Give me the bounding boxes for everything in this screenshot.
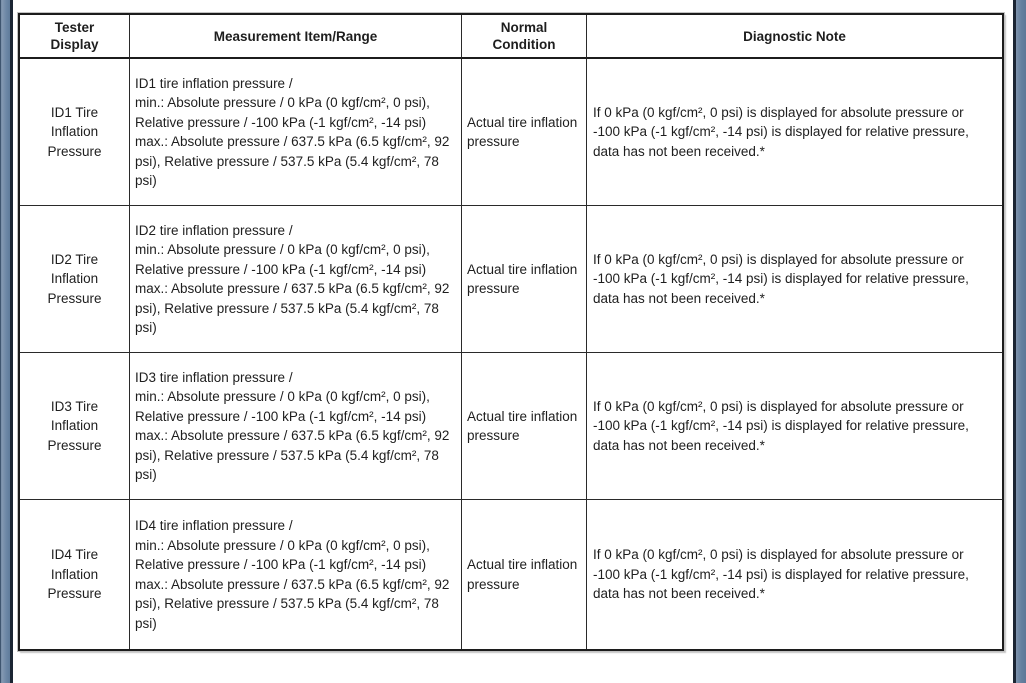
- measurement-line: min.: Absolute pressure / 0 kPa (0 kgf/c…: [135, 389, 430, 424]
- diagnostic-note-text: If 0 kPa (0 kgf/cm², 0 psi) is displayed…: [593, 547, 969, 602]
- header-line: Normal: [500, 20, 548, 35]
- normal-condition-text: Actual tire inflation pressure: [467, 261, 578, 297]
- header-measurement-item-range: Measurement Item/Range: [130, 15, 462, 59]
- measurement-line: min.: Absolute pressure / 0 kPa (0 kgf/c…: [135, 95, 430, 130]
- normal-condition-text: Actual tire inflation pressure: [467, 114, 578, 150]
- header-diagnostic-note: Diagnostic Note: [587, 15, 1002, 59]
- measurement-line: ID3 tire inflation pressure /: [135, 369, 293, 385]
- measurement-line: min.: Absolute pressure / 0 kPa (0 kgf/c…: [135, 242, 430, 277]
- normal-condition-text: Actual tire inflation pressure: [467, 557, 578, 592]
- diagnostic-note-cell: If 0 kPa (0 kgf/cm², 0 psi) is displayed…: [587, 353, 1002, 500]
- header-tester-display: Tester Display: [20, 15, 130, 59]
- normal-condition-cell: Actual tire inflation pressure: [462, 59, 587, 206]
- diagnostic-note-cell: If 0 kPa (0 kgf/cm², 0 psi) is displayed…: [587, 500, 1002, 649]
- header-line: Condition: [492, 37, 556, 52]
- tester-display-cell: ID1 Tire Inflation Pressure: [20, 59, 130, 206]
- header-line: Diagnostic Note: [743, 28, 846, 44]
- right-edge-strip: [1013, 0, 1026, 683]
- header-line: Tester: [54, 20, 95, 35]
- tester-display-label: ID4 Tire Inflation Pressure: [47, 547, 102, 602]
- measurement-line: max.: Absolute pressure / 637.5 kPa (6.5…: [135, 576, 450, 631]
- measurement-line: ID4 tire inflation pressure /: [135, 518, 293, 533]
- measurement-line: max.: Absolute pressure / 637.5 kPa (6.5…: [135, 281, 450, 335]
- diagnostic-note-text: If 0 kPa (0 kgf/cm², 0 psi) is displayed…: [593, 251, 969, 306]
- tester-display-cell: ID3 Tire Inflation Pressure: [20, 353, 130, 500]
- tester-display-label: ID2 Tire Inflation Pressure: [47, 251, 102, 306]
- header-normal-condition: Normal Condition: [462, 15, 587, 59]
- left-edge-strip: [0, 0, 13, 683]
- measurement-line: min.: Absolute pressure / 0 kPa (0 kgf/c…: [135, 537, 430, 573]
- tester-display-label: ID3 Tire Inflation Pressure: [47, 398, 102, 453]
- tester-display-cell: ID4 Tire Inflation Pressure: [20, 500, 130, 649]
- header-line: Display: [50, 37, 99, 52]
- measurement-line: max.: Absolute pressure / 637.5 kPa (6.5…: [135, 428, 450, 482]
- normal-condition-text: Actual tire inflation pressure: [467, 408, 578, 444]
- measurement-cell: ID3 tire inflation pressure / min.: Abso…: [130, 353, 462, 500]
- measurement-line: ID2 tire inflation pressure /: [135, 222, 293, 238]
- normal-condition-cell: Actual tire inflation pressure: [462, 353, 587, 500]
- header-line: Measurement Item/Range: [213, 28, 378, 44]
- measurement-cell: ID2 tire inflation pressure / min.: Abso…: [130, 206, 462, 353]
- measurement-cell: ID1 tire inflation pressure / min.: Abso…: [130, 59, 462, 206]
- diagnostic-data-table: Tester Display Measurement Item/Range No…: [18, 13, 1004, 651]
- measurement-cell: ID4 tire inflation pressure / min.: Abso…: [130, 500, 462, 649]
- tester-display-cell: ID2 Tire Inflation Pressure: [20, 206, 130, 353]
- diagnostic-note-cell: If 0 kPa (0 kgf/cm², 0 psi) is displayed…: [587, 206, 1002, 353]
- diagnostic-note-text: If 0 kPa (0 kgf/cm², 0 psi) is displayed…: [593, 398, 969, 453]
- normal-condition-cell: Actual tire inflation pressure: [462, 206, 587, 353]
- tester-display-label: ID1 Tire Inflation Pressure: [47, 104, 102, 159]
- measurement-line: max.: Absolute pressure / 637.5 kPa (6.5…: [135, 134, 450, 188]
- diagnostic-note-text: If 0 kPa (0 kgf/cm², 0 psi) is displayed…: [593, 104, 969, 159]
- normal-condition-cell: Actual tire inflation pressure: [462, 500, 587, 649]
- diagnostic-note-cell: If 0 kPa (0 kgf/cm², 0 psi) is displayed…: [587, 59, 1002, 206]
- measurement-line: ID1 tire inflation pressure /: [135, 75, 293, 91]
